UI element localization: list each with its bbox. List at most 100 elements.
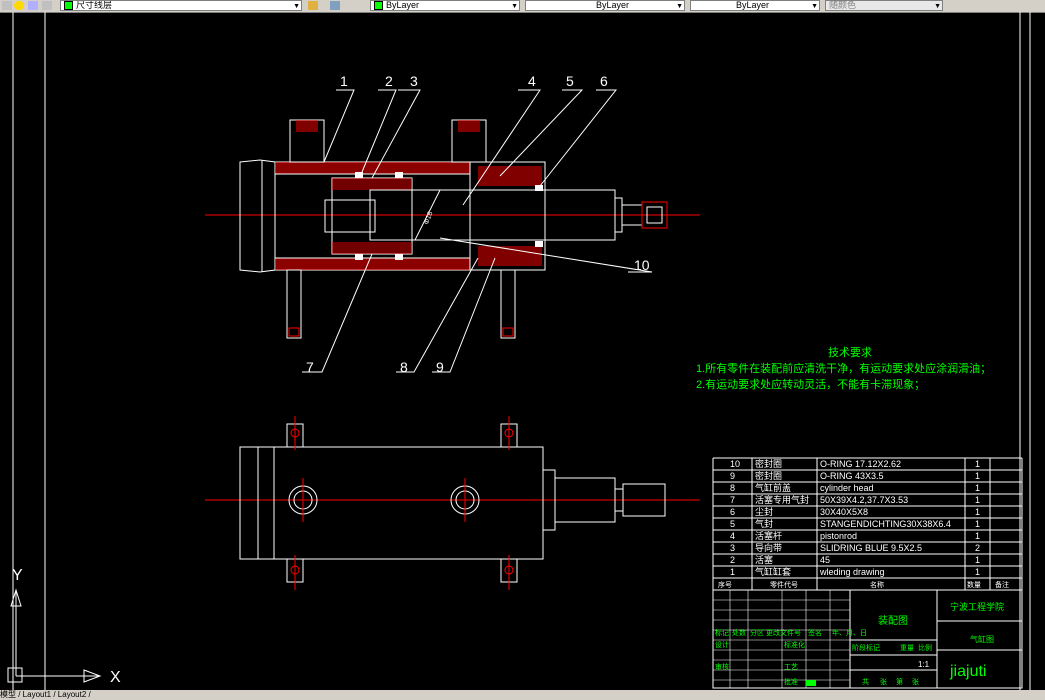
bom-no: 3 <box>730 543 735 553</box>
svg-text:设计: 设计 <box>715 640 729 649</box>
bom-name: 活塞专用气封 <box>755 494 809 505</box>
bom-header-cell: 备注 <box>995 580 1009 589</box>
balloon-6: 6 <box>600 73 608 89</box>
svg-text:重量: 重量 <box>900 644 914 652</box>
bom-no: 8 <box>730 483 735 493</box>
bom-spec: pistonrod <box>820 531 857 541</box>
bom-name: 活塞 <box>755 554 773 565</box>
balloon-1: 1 <box>340 73 348 89</box>
color-dropdown[interactable]: ByLayer ▼ <box>370 0 520 11</box>
svg-text:工艺: 工艺 <box>784 663 798 671</box>
svg-text:比例: 比例 <box>918 643 932 652</box>
bom-spec: O-RING 43X3.5 <box>820 471 884 481</box>
tech-requirement-1: 1.所有零件在装配前应清洗干净，有运动要求处应涂润滑油； <box>696 363 992 375</box>
balloon-10: 10 <box>634 257 650 273</box>
bom-header-cell: 序号 <box>718 580 732 589</box>
bom-no: 5 <box>730 519 735 529</box>
svg-text:第: 第 <box>896 677 903 686</box>
svg-text:阶段标记: 阶段标记 <box>852 643 880 652</box>
section-view: Φ18 1 2 3 4 5 6 7 8 9 10 <box>205 73 700 375</box>
chevron-down-icon: ▼ <box>811 3 818 10</box>
chevron-down-icon: ▼ <box>676 3 683 10</box>
bom-header-cell: 名称 <box>870 580 884 589</box>
bom-spec: 30X40X5X8 <box>820 507 868 517</box>
svg-text:标记: 标记 <box>715 628 729 637</box>
bom-spec: STANGENDICHTING30X38X6.4 <box>820 519 951 529</box>
bom-no: 9 <box>730 471 735 481</box>
drawing-frame <box>12 12 1031 690</box>
bom-name: 气缸前盖 <box>755 482 791 493</box>
svg-text:标准化: 标准化 <box>784 640 805 649</box>
lock-icon[interactable] <box>42 1 52 10</box>
bom-no: 1 <box>730 567 735 577</box>
bom-name: 密封圈 <box>755 458 782 469</box>
svg-text:分区: 分区 <box>750 628 764 637</box>
bom-qty: 2 <box>975 543 980 553</box>
sun-icon[interactable] <box>28 1 38 10</box>
watermark-text: jiajuti <box>949 663 986 680</box>
balloon-3: 3 <box>410 73 418 89</box>
drawing-name: 装配图 <box>878 614 908 627</box>
bom-qty: 1 <box>975 459 980 469</box>
plotstyle-value: 随颜色 <box>829 0 857 10</box>
bom-name: 气缸缸套 <box>755 566 791 577</box>
svg-text:签名: 签名 <box>808 628 822 637</box>
color-swatch <box>374 1 383 10</box>
linetype-dropdown[interactable]: ByLayer ▼ <box>525 0 685 11</box>
balloon-7: 7 <box>306 359 314 375</box>
make-current-icon[interactable] <box>308 1 318 10</box>
bom-name: 尘封 <box>755 506 773 517</box>
tech-requirement-2: 2.有运动要求处应转动灵活，不能有卡滞现象； <box>696 379 926 391</box>
svg-text:张: 张 <box>912 677 919 686</box>
bom-no: 10 <box>730 459 740 469</box>
bom-qty: 1 <box>975 519 980 529</box>
layer-state-icon[interactable] <box>2 1 12 10</box>
balloon-9: 9 <box>436 359 444 375</box>
layout-tabs[interactable]: 模型 / Layout1 / Layout2 / <box>0 690 1045 700</box>
bom-no: 7 <box>730 495 735 505</box>
ucs-icon <box>7 588 102 683</box>
bom-qty: 1 <box>975 471 980 481</box>
bom-qty: 1 <box>975 555 980 565</box>
bom-qty: 1 <box>975 567 980 577</box>
svg-text:批准: 批准 <box>784 677 798 686</box>
tech-requirements-title: 技术要求 <box>828 347 872 359</box>
drawing-canvas[interactable]: Φ18 1 2 3 4 5 6 7 8 9 10 <box>0 12 1045 690</box>
bom-spec: O-RING 17.12X2.62 <box>820 459 901 469</box>
part-name: 气缸图 <box>970 634 994 644</box>
svg-text:处数: 处数 <box>732 628 746 637</box>
svg-text:更改文件号: 更改文件号 <box>766 628 801 637</box>
bom-name: 导向带 <box>755 542 782 553</box>
svg-text:共: 共 <box>862 677 869 686</box>
lineweight-dropdown[interactable]: ByLayer ▼ <box>690 0 820 11</box>
bom-spec: cylinder head <box>820 483 874 493</box>
bom-name: 密封圈 <box>755 470 782 481</box>
layout-tab-strip[interactable]: 模型 / Layout1 / Layout2 / <box>0 690 91 699</box>
chevron-down-icon: ▼ <box>511 3 518 10</box>
bom-qty: 1 <box>975 531 980 541</box>
layer-dropdown[interactable]: 尺寸线层 ▼ <box>60 0 302 11</box>
bom-name: 活塞杆 <box>755 530 782 541</box>
layer-previous-icon[interactable] <box>330 1 340 10</box>
bom-qty: 1 <box>975 507 980 517</box>
dimension-text: Φ18 <box>423 211 434 226</box>
outer-view <box>205 416 700 590</box>
bom-spec: 50X39X4.2,37.7X3.53 <box>820 495 908 505</box>
chevron-down-icon: ▼ <box>934 3 941 10</box>
bulb-icon[interactable] <box>14 1 24 10</box>
properties-toolbar: 尺寸线层 ▼ ByLayer ▼ ByLayer ▼ ByLayer ▼ 随颜色… <box>0 0 1045 13</box>
ucs-x-label: X <box>110 669 121 686</box>
ucs-y-label: Y <box>12 567 23 584</box>
bom-name: 气封 <box>755 518 773 529</box>
school-name: 宁波工程学院 <box>950 601 1004 612</box>
balloon-4: 4 <box>528 73 536 89</box>
bom-spec: wleding drawing <box>819 567 885 577</box>
scale-value: 1:1 <box>918 660 930 669</box>
plotstyle-dropdown[interactable]: 随颜色 ▼ <box>825 0 943 11</box>
bom-header-cell: 数量 <box>967 580 981 589</box>
bom-header-cell: 零件代号 <box>770 580 798 589</box>
balloon-8: 8 <box>400 359 408 375</box>
linetype-value: ByLayer <box>596 0 630 10</box>
bom-spec: SLIDRING BLUE 9.5X2.5 <box>820 543 922 553</box>
layer-color-swatch <box>64 1 73 10</box>
